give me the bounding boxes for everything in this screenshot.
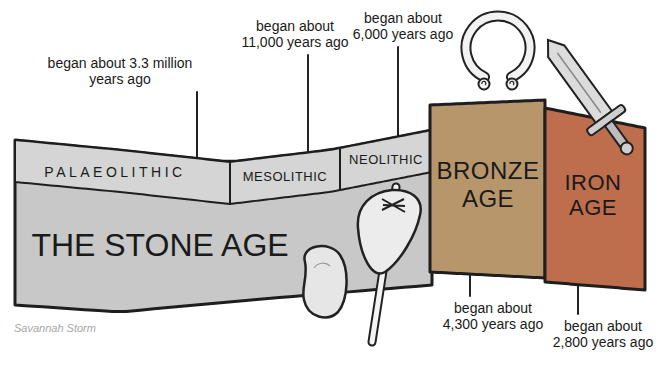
axe-head (358, 190, 421, 274)
rock-shading (314, 263, 330, 268)
torc-curl (510, 81, 514, 85)
leader-line (397, 47, 399, 137)
period-band: MESOLITHIC (226, 144, 344, 208)
date-callout: began about 2,800 years ago (549, 318, 657, 350)
rock-shape (303, 246, 346, 317)
axe-lashing (382, 199, 405, 212)
band-shape (340, 130, 432, 190)
watermark: Savannah Storm (14, 320, 96, 336)
band-shape (15, 130, 432, 311)
sword-blade (540, 34, 612, 123)
band-shape (430, 100, 545, 278)
period-name: MESOLITHIC (243, 170, 327, 185)
leader-line (307, 55, 309, 153)
date-callout: began about 11,000 years ago (238, 18, 353, 50)
torc-curl (482, 81, 486, 85)
sword-fuller (557, 53, 600, 113)
torc-outline (466, 16, 530, 77)
sword-pommel (618, 140, 635, 157)
leader-line (577, 282, 579, 314)
period-band: PALAEOLITHIC (11, 136, 234, 208)
sword (530, 27, 648, 166)
leader-line (196, 92, 198, 158)
rock (303, 246, 346, 317)
stone-axe (358, 187, 421, 342)
torc-body (466, 16, 530, 77)
date-callout: began about 6,000 years ago (349, 10, 457, 42)
date-callout: began about 4,300 years ago (439, 300, 547, 332)
period-name: NEOLITHIC (349, 153, 423, 168)
period-name: PALAEOLITHIC (44, 164, 185, 180)
age-name: BRONZE AGE (436, 157, 539, 212)
band-shape (230, 148, 340, 204)
date-callout: began about 3.3 million years ago (38, 55, 203, 87)
torc-terminal (507, 79, 518, 90)
age-name: THE STONE AGE (31, 227, 288, 264)
band-shape (545, 108, 645, 290)
torc-bracelet (466, 16, 530, 90)
torc-terminal (479, 79, 490, 90)
age-name: IRON AGE (565, 170, 622, 221)
band-shape (15, 140, 230, 204)
period-band: NEOLITHIC (336, 126, 436, 194)
age-band: BRONZE AGE (426, 96, 549, 282)
